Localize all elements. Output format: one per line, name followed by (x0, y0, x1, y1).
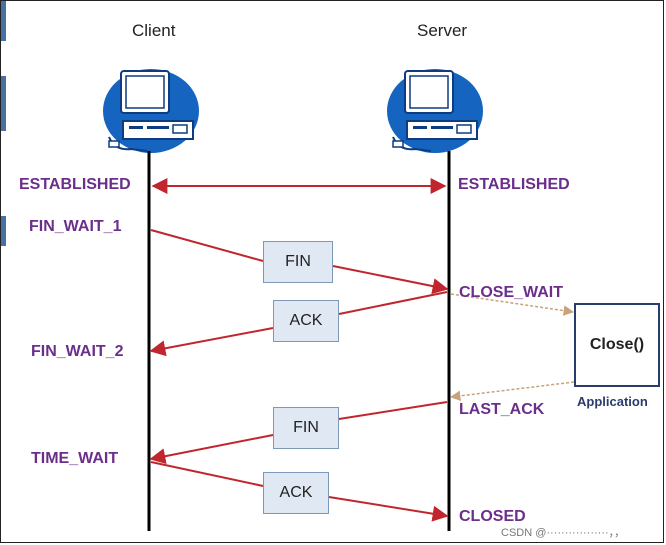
state-last-ack: LAST_ACK (459, 401, 545, 418)
fin2-arrow (149, 434, 274, 465)
server-host-label: Server (417, 21, 468, 40)
ack2-arrow-segment (150, 461, 264, 487)
state-client-established: ESTABLISHED (19, 176, 131, 193)
edge-strip (1, 76, 6, 131)
ack2-arrow (328, 496, 449, 522)
edge-strip (1, 1, 6, 41)
app-close-arrow (449, 381, 575, 402)
ack-message-box: ACK (263, 472, 329, 514)
fin1-arrow (332, 265, 449, 294)
application-label: Application (577, 394, 648, 409)
fin-message-box: FIN (273, 407, 339, 449)
fin-message-box: FIN (263, 241, 333, 283)
state-fin-wait-1: FIN_WAIT_1 (29, 218, 122, 235)
ack1-arrow (149, 327, 274, 357)
client-computer-icon (102, 68, 200, 154)
state-close-wait: CLOSE_WAIT (459, 284, 564, 301)
state-time-wait: TIME_WAIT (31, 450, 119, 467)
watermark: CSDN @·················，， (501, 527, 626, 539)
application-close-box: Close() (574, 303, 660, 387)
state-closed: CLOSED (459, 508, 526, 525)
server-computer-icon (386, 68, 484, 154)
ack-message-box: ACK (273, 300, 339, 342)
client-host-label: Client (132, 21, 176, 40)
state-fin-wait-2: FIN_WAIT_2 (31, 343, 124, 360)
fin2-arrow-segment (338, 401, 448, 420)
state-server-established: ESTABLISHED (458, 176, 570, 193)
app-notify-arrow (450, 293, 575, 316)
edge-strip (1, 216, 6, 246)
fin1-arrow-segment (150, 229, 264, 262)
ack1-arrow-segment (338, 291, 448, 315)
